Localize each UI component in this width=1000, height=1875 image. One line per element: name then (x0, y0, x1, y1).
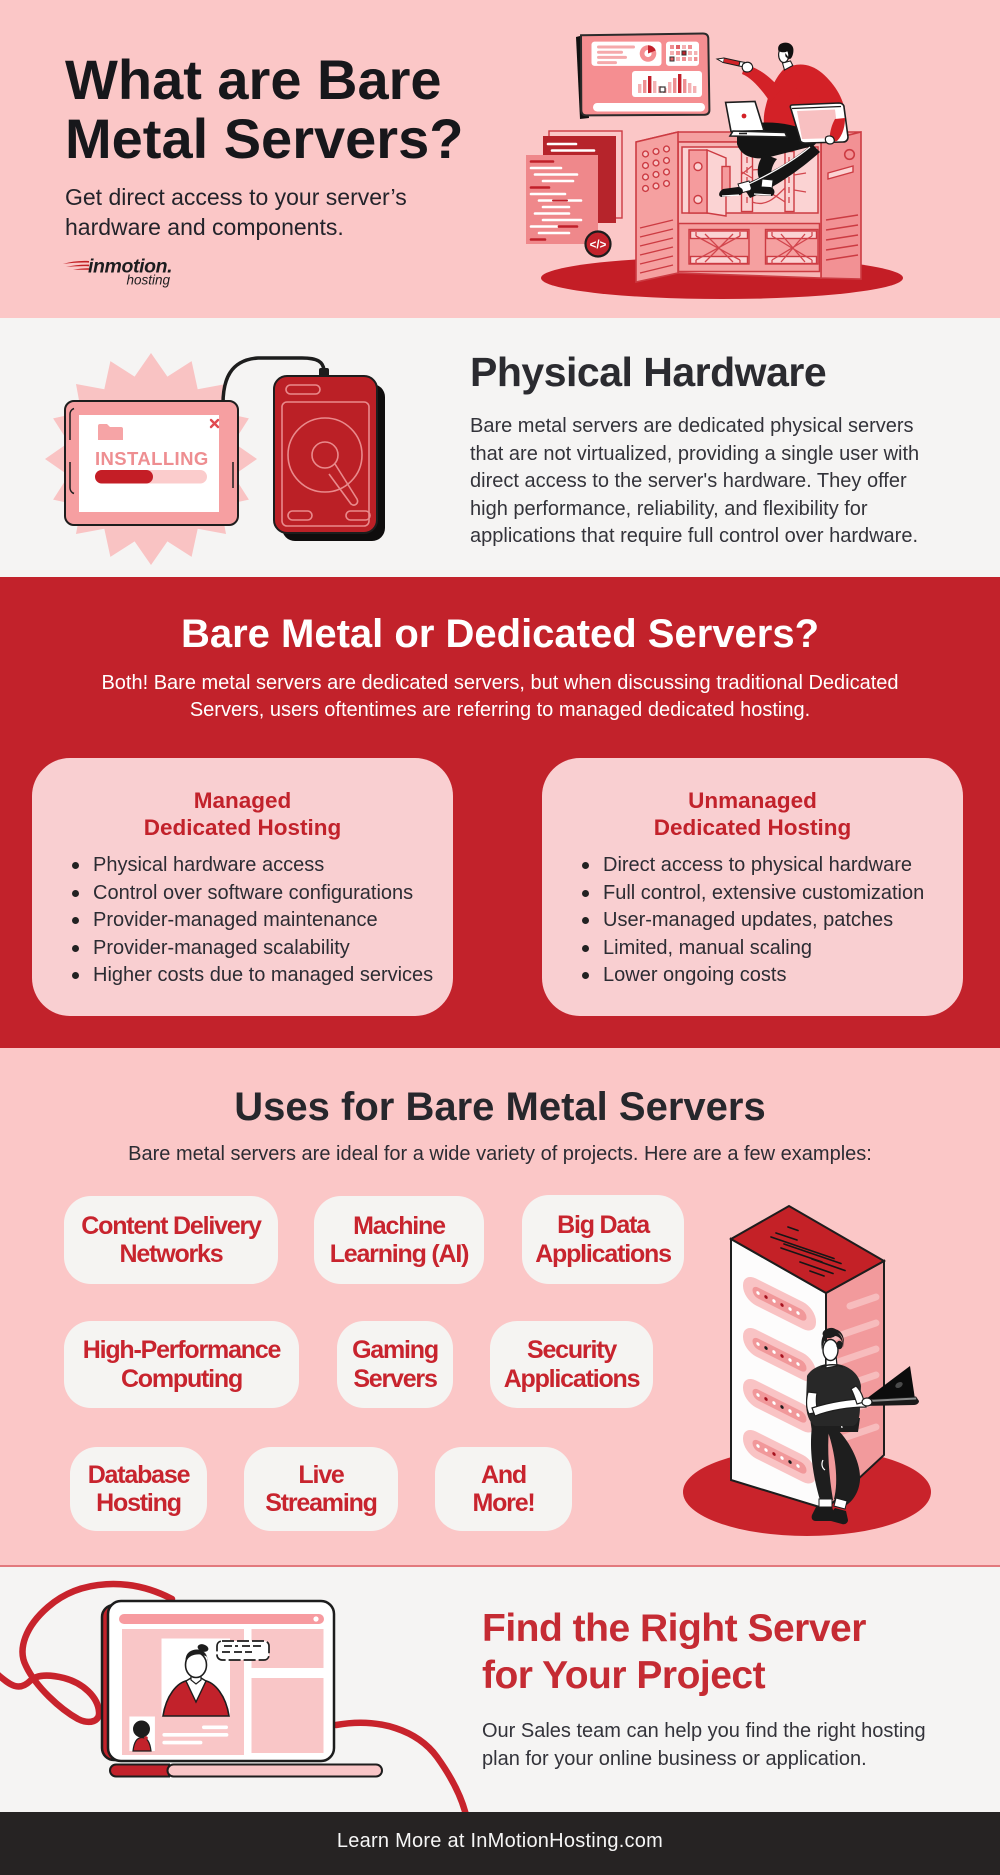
svg-text:hosting: hosting (126, 273, 170, 288)
svg-text:</>: </> (590, 240, 607, 252)
svg-text:INSTALLING: INSTALLING (95, 448, 209, 469)
svg-text:inmotion.: inmotion. (88, 256, 172, 278)
